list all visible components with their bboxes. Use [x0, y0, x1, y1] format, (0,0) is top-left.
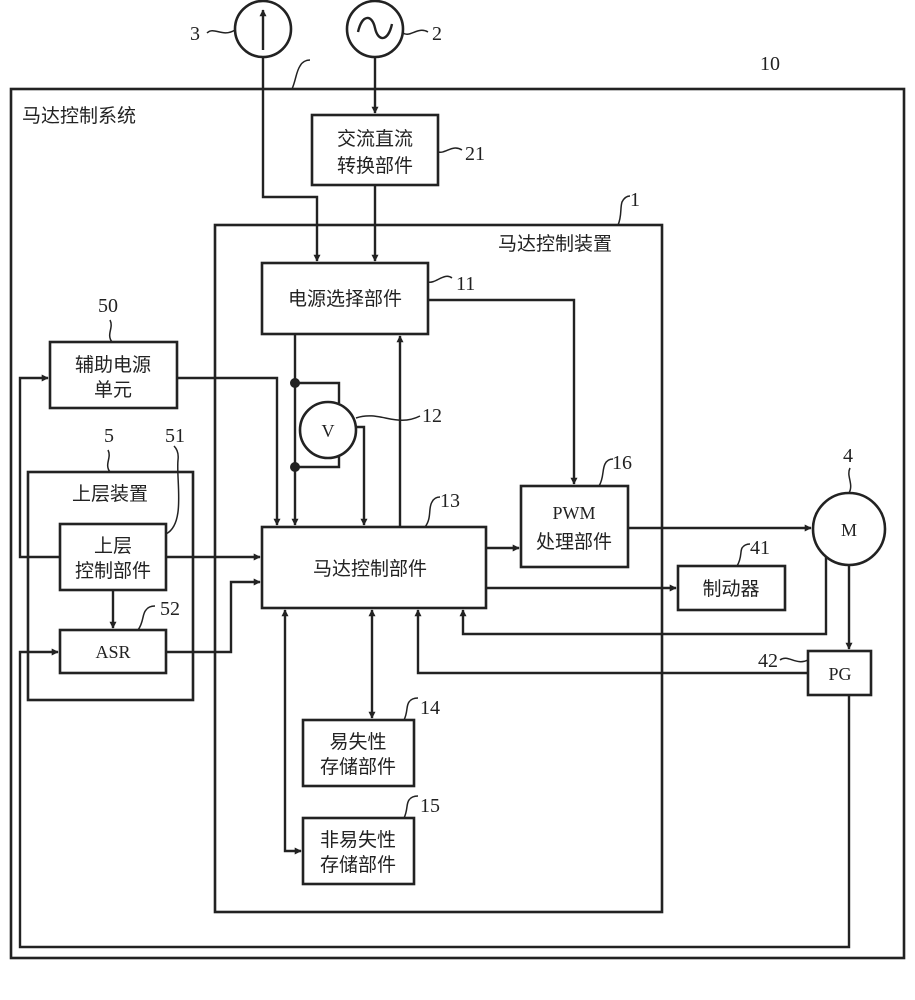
wire-pg-to-motor-control — [414, 609, 808, 675]
upper-controller-label-1: 上层 — [94, 535, 132, 557]
volatile-storage-label-1: 易失性 — [329, 731, 386, 753]
leader-13 — [424, 496, 441, 528]
nonvolatile-storage-label-1: 非易失性 — [320, 829, 396, 851]
voltmeter-circle — [298, 400, 358, 460]
leader-15 — [403, 795, 419, 819]
asr-block — [58, 628, 168, 675]
ref-41: 41 — [750, 537, 770, 559]
power-select-block — [260, 261, 430, 336]
motor-control-unit-label: 马达控制部件 — [313, 558, 427, 580]
ref-10: 10 — [760, 53, 780, 75]
asr-label: ASR — [95, 642, 130, 662]
ref-50: 50 — [98, 295, 118, 317]
leader-16 — [598, 458, 614, 487]
leader-12 — [355, 415, 421, 421]
ref-42: 42 — [758, 650, 778, 672]
wire-pg-to-asr — [18, 648, 851, 949]
wire-voltmeter-bottom — [295, 456, 341, 469]
ref-2: 2 — [432, 23, 442, 45]
wire-motor-feedback-to-motor-control — [459, 556, 828, 636]
pwm-block — [519, 484, 630, 569]
system-label: 马达控制系统 — [22, 105, 136, 127]
ac-dc-converter-label-1: 交流直流 — [337, 128, 413, 150]
volatile-storage-label-2: 存储部件 — [320, 756, 396, 778]
wire-aux-power-to-motor-control — [177, 376, 281, 526]
nonvolatile-storage-block — [301, 816, 416, 886]
wire-upper-controller-to-aux-power — [18, 374, 60, 559]
leader-51 — [165, 445, 180, 535]
wire-dc-to-power-select — [261, 57, 321, 262]
leader-14 — [403, 697, 419, 721]
volatile-storage-block — [301, 718, 416, 788]
wire-voltmeter-to-motor-control — [356, 425, 368, 526]
ref-11: 11 — [456, 273, 475, 295]
device-label: 马达控制装置 — [498, 233, 612, 255]
leader-11 — [427, 275, 453, 283]
leader-52 — [137, 605, 156, 631]
ref-52: 52 — [160, 598, 180, 620]
motor-control-device-frame — [213, 223, 664, 914]
aux-power-block — [48, 340, 179, 410]
brake-block — [676, 564, 787, 612]
wire-voltmeter-top — [295, 381, 341, 403]
ref-4: 4 — [843, 445, 853, 467]
wire-motor-control-nonvolatile-storage — [281, 609, 302, 855]
voltmeter-symbol: V — [322, 421, 335, 441]
pwm-label-1: PWM — [552, 503, 595, 523]
motor-control-unit-block — [260, 525, 488, 610]
upper-device-frame — [26, 470, 195, 702]
motor-symbol: M — [841, 520, 857, 540]
ref-13: 13 — [440, 490, 460, 512]
ref-12: 12 — [422, 405, 442, 427]
leader-21 — [437, 147, 463, 153]
nonvolatile-storage-label-2: 存储部件 — [320, 854, 396, 876]
motor-control-system-frame — [9, 87, 906, 960]
leader-5 — [106, 449, 111, 473]
pwm-label-2: 处理部件 — [536, 531, 612, 553]
ref-21: 21 — [465, 143, 485, 165]
ac-dc-converter-label-2: 转换部件 — [337, 155, 413, 177]
aux-power-label-2: 单元 — [94, 379, 132, 401]
upper-device-label: 上层装置 — [72, 483, 148, 505]
aux-power-label-1: 辅助电源 — [75, 354, 151, 376]
leader-50 — [108, 319, 113, 343]
leader-3 — [206, 29, 236, 34]
leader-10 — [291, 59, 311, 90]
leader-42 — [779, 657, 809, 663]
ref-3: 3 — [190, 23, 200, 45]
brake-label: 制动器 — [702, 578, 759, 600]
ac-sine-icon — [356, 16, 394, 40]
ref-16: 16 — [612, 452, 632, 474]
leader-2 — [402, 29, 429, 35]
leader-1 — [617, 195, 631, 226]
ac-dc-converter-block — [310, 113, 440, 187]
ref-5: 5 — [104, 425, 114, 447]
ref-15: 15 — [420, 795, 440, 817]
wire-power-select-to-pwm — [428, 298, 578, 485]
ref-14: 14 — [420, 697, 440, 719]
pg-label: PG — [828, 664, 851, 684]
power-select-label: 电源选择部件 — [288, 288, 402, 310]
leader-41 — [736, 543, 751, 567]
wire-asr-to-motor-control — [166, 578, 261, 654]
upper-controller-label-2: 控制部件 — [75, 560, 151, 582]
ref-51: 51 — [165, 425, 185, 447]
leader-4 — [848, 467, 852, 494]
ref-1: 1 — [630, 189, 640, 211]
